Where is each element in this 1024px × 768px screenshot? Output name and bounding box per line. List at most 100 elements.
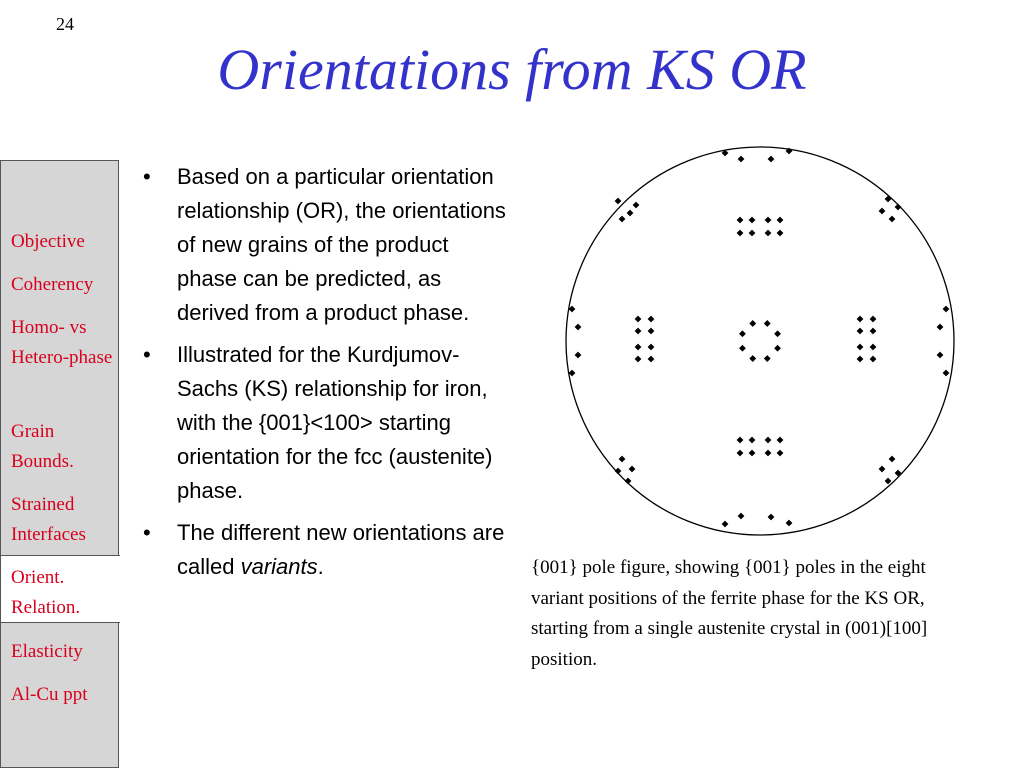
pole-marker [737,155,745,163]
pole-marker [785,519,793,527]
slide-number: 24 [56,14,74,34]
bullet-icon: • [143,164,151,189]
pole-marker [568,305,576,313]
pole-marker [856,343,864,351]
pole-marker [888,215,896,223]
pole-marker [878,465,886,473]
sidebar-item-homo-hetero-phase[interactable]: Homo- vs Hetero-phase [11,317,113,368]
pole-marker [618,455,626,463]
pole-marker [634,343,642,351]
sidebar-item-al-cu-ppt[interactable]: Al-Cu ppt [11,684,88,705]
pole-marker [634,327,642,335]
pole-marker [749,355,757,362]
pole-marker [624,477,632,485]
pole-marker [721,149,729,157]
pole-marker [894,469,902,477]
pole-marker [739,344,746,352]
pole-marker [634,315,642,323]
bullet-icon: • [143,342,151,367]
pole-marker [764,229,772,237]
pole-marker [763,320,771,327]
pole-markers [568,147,950,528]
pole-marker [767,155,775,163]
pole-marker [776,436,784,444]
pole-marker [764,449,772,457]
pole-marker [884,195,892,203]
bullet-icon: • [143,520,151,545]
pole-marker [739,330,746,338]
pole-marker [878,207,886,215]
pole-marker [942,369,950,377]
bullet-text: Based on a particular orientation relati… [177,164,506,325]
pole-figure-diagram [565,146,955,536]
pole-marker [936,351,944,359]
pole-marker [776,449,784,457]
pole-marker [869,343,877,351]
pole-marker [748,216,756,224]
pole-marker [749,320,757,327]
sidebar-item-objective[interactable]: Objective [11,231,85,252]
pole-marker [869,315,877,323]
bullet-punctuation: . [317,554,324,579]
pole-marker [942,305,950,313]
pole-marker [764,216,772,224]
pole-marker [748,229,756,237]
pole-marker [632,201,640,209]
figure-caption: {001} pole figure, showing {001} poles i… [531,557,928,670]
pole-figure-circle [565,146,955,536]
bullet-text: Illustrated for the Kurdjumov-Sachs (KS)… [177,342,493,503]
page-title: Orientations from KS OR [217,37,807,102]
pole-marker [774,330,781,338]
pole-marker [764,436,772,444]
pole-marker [614,197,622,205]
sidebar-item-orient-relation[interactable]: Orient. Relation. [11,567,81,618]
pole-marker [647,315,655,323]
pole-marker [574,351,582,359]
pole-marker [618,215,626,223]
sidebar-active-highlight [1,555,120,623]
pole-marker [856,355,864,363]
sidebar-item-grain-bounds[interactable]: Grain Bounds. [11,421,74,472]
bullet-item: • Illustrated for the Kurdjumov-Sachs (K… [143,338,513,508]
bullet-emphasis: variants [240,554,318,579]
bullet-list: • Based on a particular orientation rela… [143,160,513,592]
pole-marker [568,369,576,377]
sidebar-item-strained-interfaces[interactable]: Strained Interfaces [11,494,86,545]
bullet-item: • The different new orientations are cal… [143,516,513,584]
pole-marker [634,355,642,363]
pole-marker [884,477,892,485]
pole-marker [767,513,775,521]
pole-marker [628,465,636,473]
sidebar: Objective Coherency Homo- vs Hetero-phas… [0,160,120,768]
pole-marker [774,344,781,352]
pole-marker [748,436,756,444]
pole-marker [894,203,902,211]
pole-marker [888,455,896,463]
pole-marker [856,327,864,335]
pole-marker [869,327,877,335]
sidebar-item-elasticity[interactable]: Elasticity [11,641,83,662]
pole-marker [936,323,944,331]
pole-marker [776,216,784,224]
pole-marker [785,147,793,155]
bullet-text: The different new orientations are calle… [177,520,505,579]
pole-marker [869,355,877,363]
pole-marker [736,216,744,224]
bullet-item: • Based on a particular orientation rela… [143,160,513,330]
pole-marker [721,520,729,528]
pole-marker [748,449,756,457]
pole-marker [574,323,582,331]
pole-marker [737,512,745,520]
pole-marker [763,355,771,362]
pole-marker [736,449,744,457]
pole-marker [647,343,655,351]
pole-marker [647,327,655,335]
sidebar-item-coherency[interactable]: Coherency [11,274,94,295]
pole-marker [647,355,655,363]
pole-marker [856,315,864,323]
pole-marker [614,467,622,475]
pole-marker [736,436,744,444]
pole-marker [736,229,744,237]
pole-marker [626,209,634,217]
pole-marker [776,229,784,237]
